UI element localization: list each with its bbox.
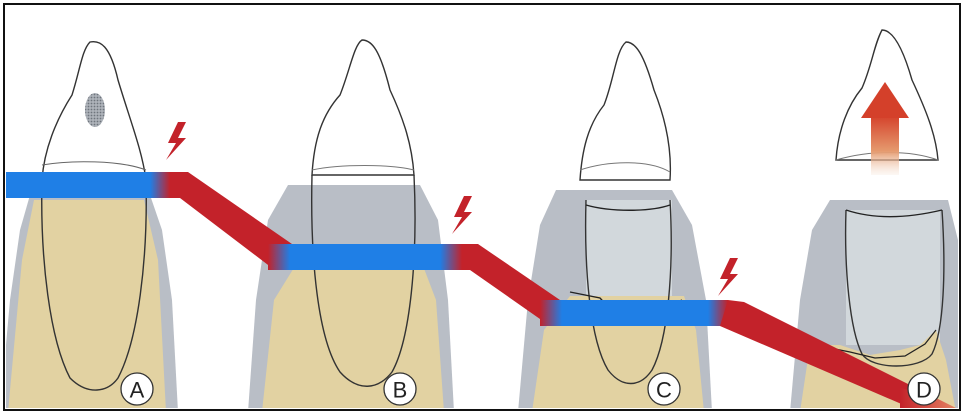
svg-text:D: D <box>916 378 932 403</box>
svg-text:A: A <box>130 378 145 403</box>
gingiva-light-c <box>586 200 672 300</box>
panel-label-b: B <box>384 373 416 405</box>
panel-label-a: A <box>121 373 153 405</box>
svg-text:B: B <box>393 378 408 403</box>
bone-b <box>262 258 444 412</box>
panel-label-d: D <box>908 373 940 405</box>
caries-spot <box>85 93 105 127</box>
panel-label-c: C <box>648 373 680 405</box>
svg-text:C: C <box>656 378 672 403</box>
gingiva-light-d <box>846 210 940 345</box>
